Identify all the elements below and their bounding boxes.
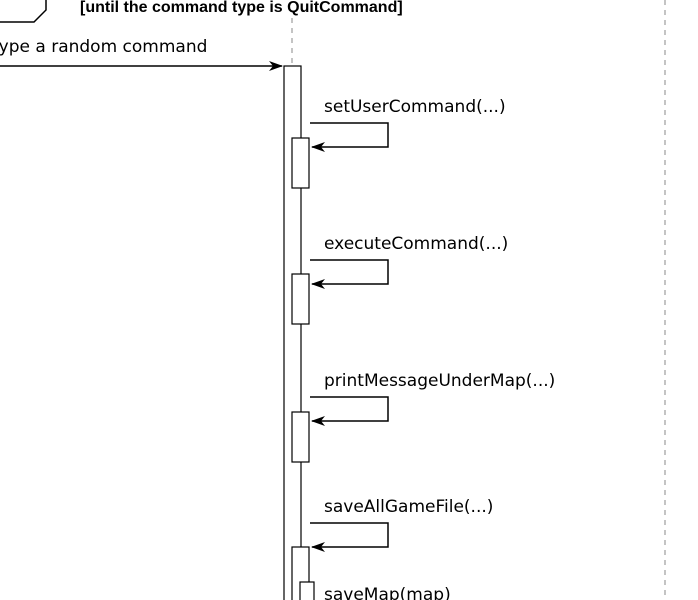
self-call-arrow [310, 122, 389, 152]
nested-activation-bar [291, 273, 310, 325]
nested-activation-bar-inner [299, 581, 315, 600]
self-call-arrow [310, 396, 389, 426]
self-call-arrow [310, 259, 389, 289]
self-call-arrow [310, 522, 389, 552]
incoming-message-label: type a random command [0, 37, 207, 57]
nested-activation-bar [291, 137, 310, 189]
self-call-label: saveAllGameFile(...) [324, 497, 493, 517]
loop-fragment-tab [0, 0, 47, 23]
activation-bar-main [283, 65, 302, 600]
nested-activation-bar [291, 411, 310, 463]
self-call-label: setUserCommand(...) [324, 97, 506, 117]
self-call-label: printMessageUnderMap(...) [324, 371, 555, 391]
loop-guard-text: [until the command type is QuitCommand] [80, 0, 403, 16]
self-call-label: saveMap(map) [324, 585, 451, 600]
self-call-label: executeCommand(...) [324, 234, 508, 254]
